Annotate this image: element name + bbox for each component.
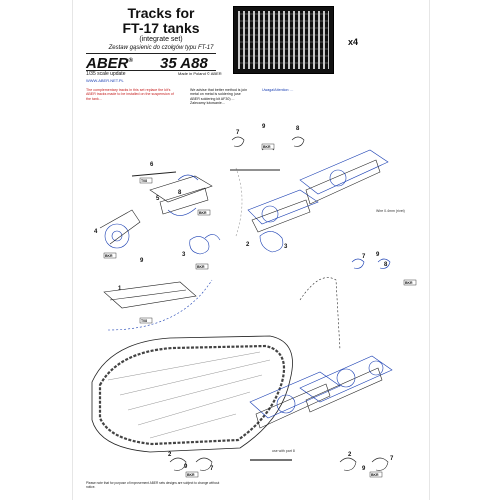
tag-1: T08: [141, 179, 147, 183]
part-label-2b: 2: [168, 452, 172, 458]
part-label-9: 9: [140, 258, 144, 264]
brand-name: ABER: [86, 55, 129, 72]
title-line-1: Tracks for: [127, 5, 195, 21]
note-red-left: The complementary tracks in this set rep…: [86, 88, 174, 101]
tag-3: BKR: [105, 254, 113, 258]
part-label-5: 5: [156, 196, 160, 202]
tag-7: BKR: [405, 281, 413, 285]
brand-logo: ABER®: [86, 55, 133, 72]
part-label-9c: 9: [376, 252, 380, 258]
tag-4: BKR: [197, 265, 205, 269]
part-label-9e: 9: [362, 466, 366, 472]
part-label-8: 8: [178, 190, 182, 196]
full-track-drawing: [91, 335, 293, 453]
note-center: We advise that better method is join met…: [190, 88, 248, 106]
wheel-part-drawing: [104, 223, 130, 249]
tag-2: BKR: [199, 211, 207, 215]
part-label-8b: 8: [296, 126, 300, 132]
polish-subtitle: Zestaw gąsienic do czołgów typu FT-17: [108, 45, 214, 51]
website-link[interactable]: WWW.ABER.NET.PL: [86, 78, 124, 83]
fret-parts-grid: [238, 11, 329, 69]
footnote: Please note that for purpose of improvem…: [86, 481, 220, 489]
part-label-7d: 7: [390, 456, 394, 462]
part-label-4: 4: [94, 229, 98, 235]
part-label-1: 1: [118, 286, 122, 292]
part-label-3: 3: [182, 252, 186, 258]
tag-9: BKR: [371, 473, 379, 477]
scale-text: 1/35 scale update: [86, 71, 126, 77]
part-label-7c: 7: [210, 466, 214, 472]
track-segment-drawing: [149, 175, 213, 203]
part-label-7: 7: [236, 130, 240, 136]
part-label-7b: 7: [362, 254, 366, 260]
repeat-note: use with part 8: [272, 449, 295, 453]
title-line-2: FT-17 tanks: [122, 20, 200, 36]
product-code: 35 A88: [160, 55, 208, 72]
part-label-9d: 9: [184, 464, 188, 470]
header-divider: [86, 53, 216, 54]
part-label-2: 2: [246, 242, 250, 248]
wire-note: Wire 0.4mm (rivet): [376, 209, 405, 213]
brand-registered-mark: ®: [128, 58, 133, 64]
guide-plate-drawing: [103, 281, 197, 309]
part-label-2c: 2: [348, 452, 352, 458]
subtitle: (integrate set): [139, 36, 183, 43]
note-blue-right: Uwaga/Attention: ...: [262, 88, 294, 92]
tag-5: T08: [141, 319, 147, 323]
part-label-9b: 9: [262, 124, 266, 130]
instruction-sheet: [72, 0, 430, 500]
header-divider-2: [86, 70, 216, 71]
tag-8: BKR: [187, 473, 195, 477]
part-label-3b: 3: [284, 244, 288, 250]
photo-etch-fret-image: [233, 6, 334, 74]
part-label-6: 6: [150, 162, 154, 168]
part-label-8c: 8: [384, 262, 388, 268]
made-in-text: Made in Poland © ABER: [178, 71, 222, 76]
fret-quantity: x4: [348, 37, 359, 47]
tag-6: BKR: [263, 145, 271, 149]
